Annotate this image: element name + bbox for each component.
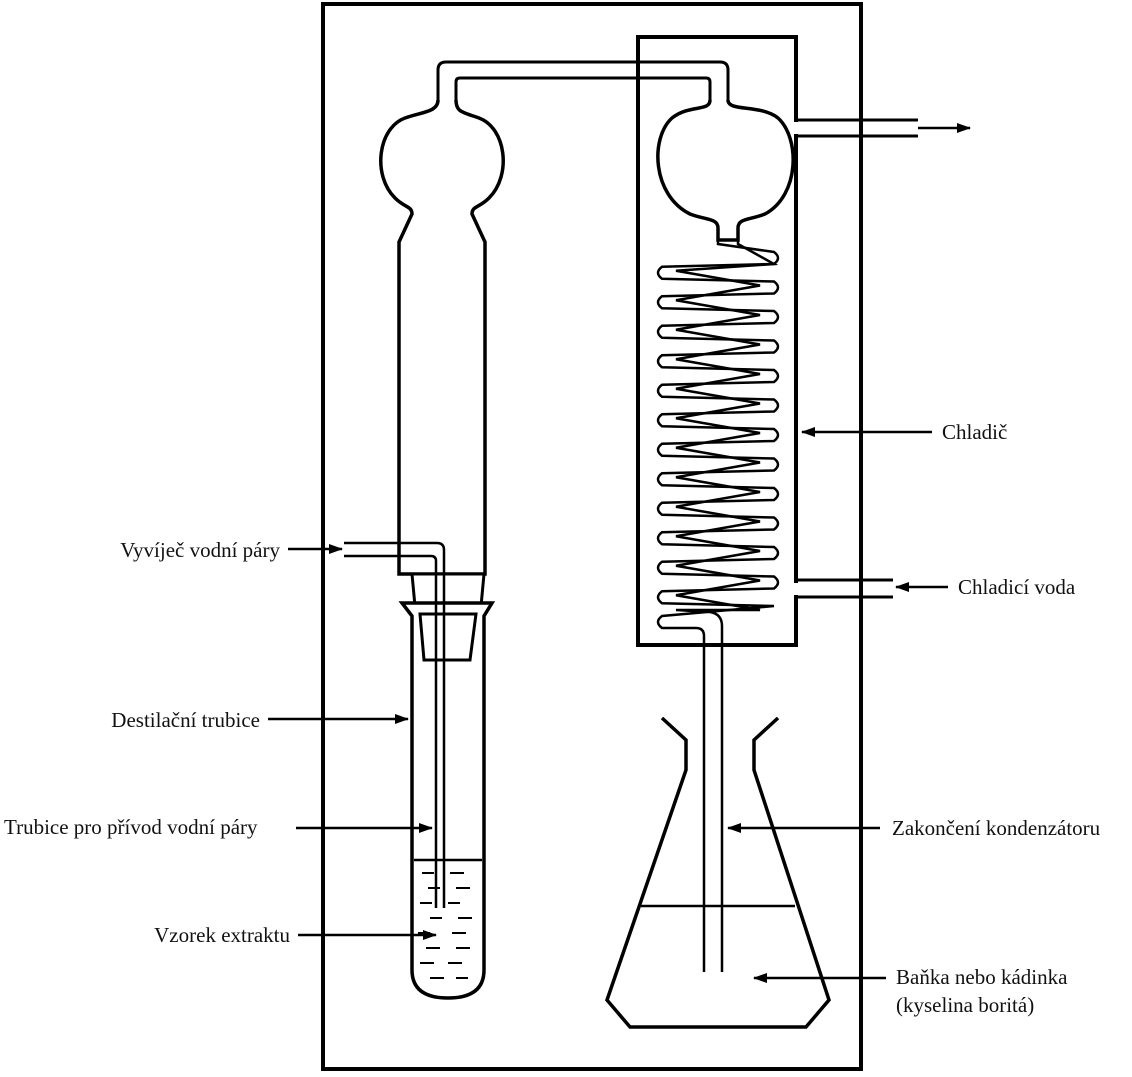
label-distillation-tube: Destilační trubice <box>111 708 260 732</box>
label-steam-generator: Vyvíječ vodní páry <box>120 538 280 562</box>
label-condenser-tip: Zakončení kondenzátoru <box>892 816 1101 840</box>
label-cooling-water: Chladicí voda <box>958 575 1076 599</box>
label-flask-line1: Baňka nebo kádinka <box>896 965 1068 989</box>
label-steam-inlet-tube: Trubice pro přívod vodní páry <box>4 815 258 839</box>
label-condenser: Chladič <box>942 420 1008 444</box>
label-flask-line2: (kyselina boritá) <box>896 993 1035 1017</box>
outer-frame <box>321 2 863 1071</box>
cooling-water-inlet <box>796 578 893 599</box>
steam-generator-vessel <box>379 99 505 576</box>
cooling-water-outlet <box>796 118 918 138</box>
condenser-jacket <box>636 35 798 647</box>
condenser-bulb <box>656 99 795 242</box>
flask-icon <box>605 716 831 1029</box>
steam-inlet-tube <box>344 541 446 908</box>
test-tube-icon <box>398 601 496 1000</box>
coil-condenser-icon <box>656 240 780 645</box>
label-extract-sample: Vzorek extraktu <box>154 923 290 947</box>
vapor-transfer-tube <box>436 60 730 100</box>
condenser-outlet-tube <box>702 645 724 972</box>
